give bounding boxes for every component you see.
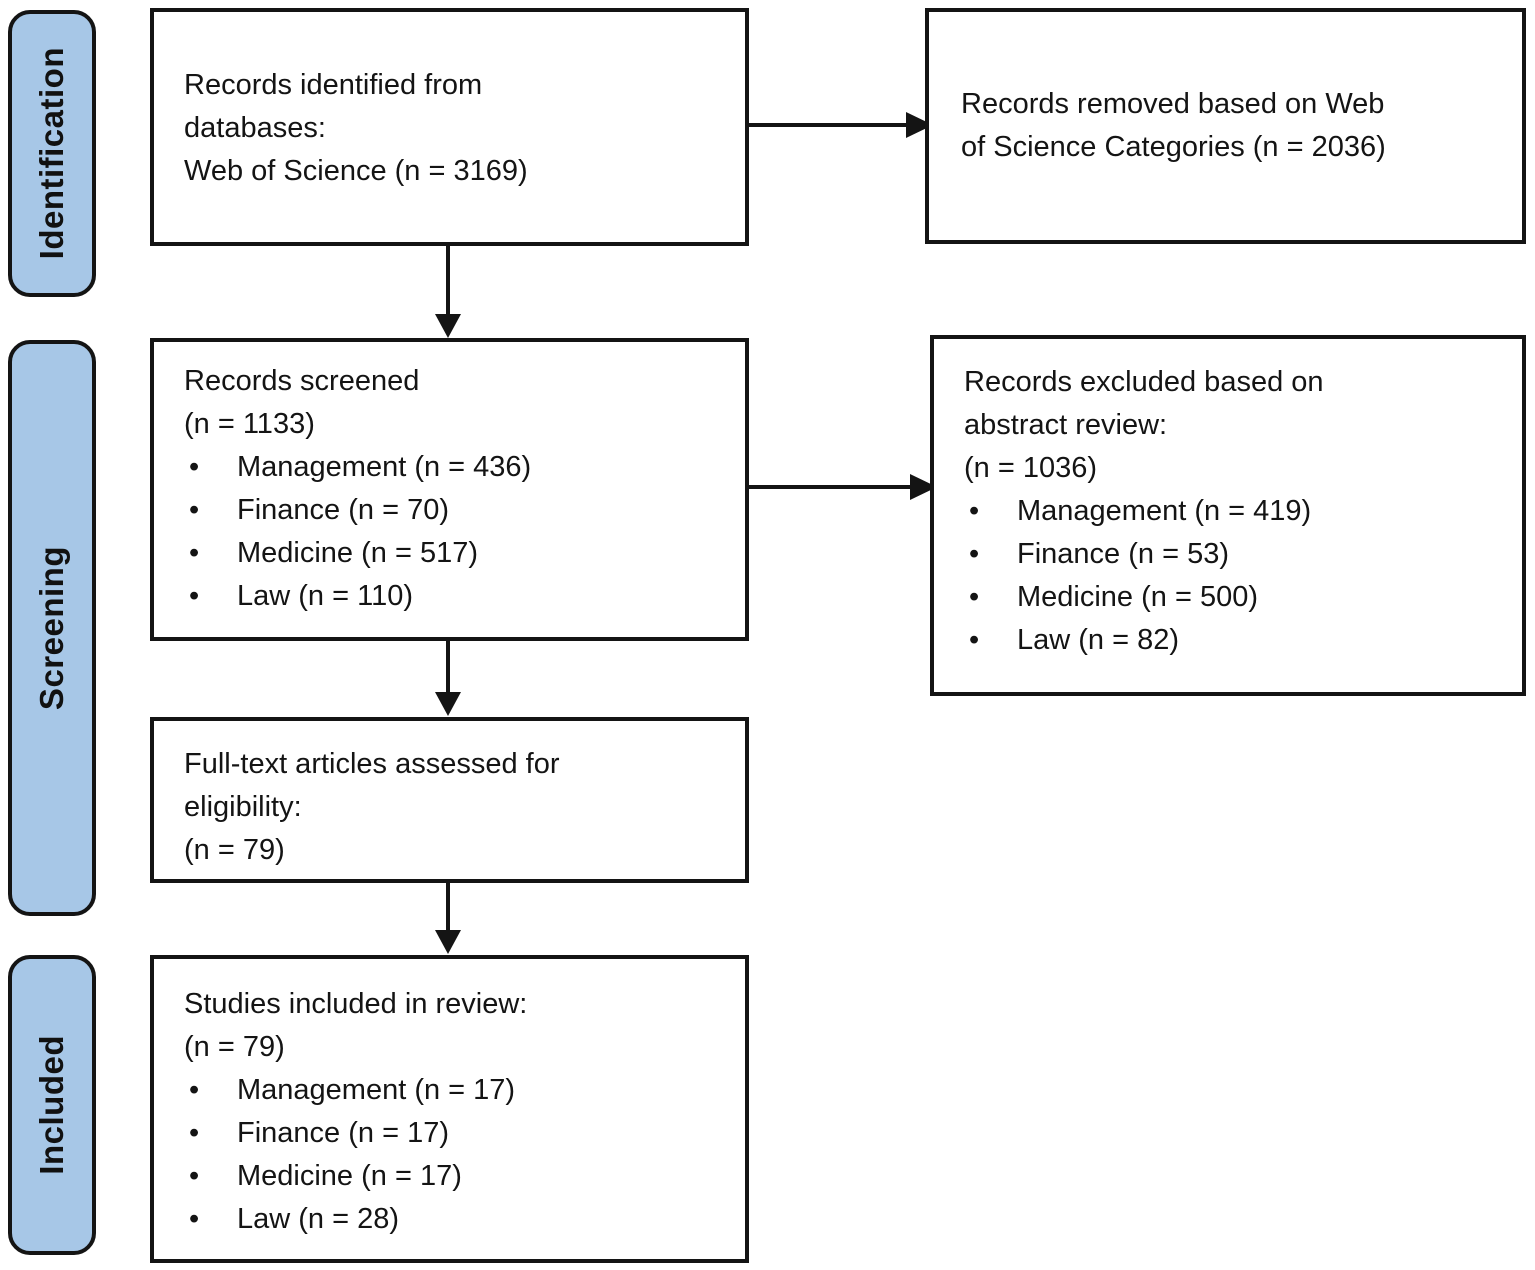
bullet-item: Medicine (n = 17): [184, 1155, 727, 1198]
box-records-excluded: Records excluded based on abstract revie…: [930, 335, 1526, 696]
bullet-marker: [964, 619, 1017, 662]
bullet-text: Finance (n = 17): [237, 1117, 449, 1149]
box-text-line: (n = 79): [184, 1031, 285, 1063]
box-fulltext-assessed: Full-text articles assessed for eligibil…: [150, 717, 749, 883]
bullet-item: Law (n = 82): [964, 619, 1504, 662]
box-text-line: (n = 79): [184, 834, 285, 866]
box-text-line: Web of Science (n = 3169): [184, 155, 528, 187]
bullet-item: Law (n = 28): [184, 1198, 727, 1241]
arrow-screened-to-fulltext: [435, 639, 461, 716]
box-text-line: Records identified from: [184, 69, 483, 101]
bullet-marker: [184, 1155, 237, 1198]
arrow-fulltext-to-included: [435, 881, 461, 954]
arrow-identified-to-screened: [435, 244, 461, 338]
arrow-identified-to-removed: [748, 112, 933, 138]
bullet-text: Law (n = 82): [1017, 624, 1180, 656]
bullet-item: Medicine (n = 500): [964, 576, 1504, 619]
bullet-text: Law (n = 110): [237, 580, 413, 612]
stage-tab-identification: Identification: [8, 10, 96, 297]
bullet-text: Management (n = 17): [237, 1074, 516, 1106]
box-studies-included: Studies included in review: (n = 79) Man…: [150, 955, 749, 1263]
box-text-line: (n = 1036): [964, 452, 1098, 484]
box-text-line: Studies included in review:: [184, 988, 528, 1020]
bullet-text: Medicine (n = 517): [237, 537, 478, 569]
arrow-screened-to-excluded: [748, 474, 937, 500]
bullet-marker: [184, 532, 237, 575]
bullet-marker: [184, 446, 237, 489]
stage-tab-included: Included: [8, 955, 96, 1255]
bullet-item: Management (n = 436): [184, 446, 727, 489]
stage-label-included: Included: [33, 1035, 70, 1175]
bullet-item: Management (n = 419): [964, 490, 1504, 533]
bullet-marker: [184, 575, 237, 618]
bullet-text: Finance (n = 70): [237, 494, 449, 526]
box-text-line: of Science Categories (n = 2036): [961, 131, 1386, 163]
bullet-item: Management (n = 17): [184, 1069, 727, 1112]
bullet-marker: [964, 490, 1017, 533]
bullet-text: Management (n = 419): [1017, 495, 1312, 527]
bullet-item: Medicine (n = 517): [184, 532, 727, 575]
bullet-item: Finance (n = 53): [964, 533, 1504, 576]
bullet-item: Law (n = 110): [184, 575, 727, 618]
bullet-marker: [964, 533, 1017, 576]
stage-tab-screening: Screening: [8, 340, 96, 916]
box-records-screened: Records screened (n = 1133) Management (…: [150, 338, 749, 641]
box-text-line: Full-text articles assessed for: [184, 748, 560, 780]
box-text-line: (n = 1133): [184, 408, 315, 440]
box-text-line: databases:: [184, 112, 326, 144]
box-text-line: abstract review:: [964, 409, 1168, 441]
bullet-item: Finance (n = 17): [184, 1112, 727, 1155]
bullet-text: Law (n = 28): [237, 1203, 400, 1235]
box-text-line: Records screened: [184, 365, 420, 397]
bullet-text: Medicine (n = 17): [237, 1160, 462, 1192]
bullet-marker: [184, 489, 237, 532]
bullet-marker: [964, 576, 1017, 619]
stage-label-identification: Identification: [33, 47, 70, 260]
box-text-line: Records removed based on Web: [961, 88, 1385, 120]
bullet-text: Finance (n = 53): [1017, 538, 1229, 570]
box-records-identified: Records identified from databases: Web o…: [150, 8, 749, 246]
bullet-marker: [184, 1069, 237, 1112]
box-text-line: Records excluded based on: [964, 366, 1324, 398]
bullet-text: Management (n = 436): [237, 451, 532, 483]
bullet-marker: [184, 1198, 237, 1241]
bullet-marker: [184, 1112, 237, 1155]
bullet-item: Finance (n = 70): [184, 489, 727, 532]
stage-label-screening: Screening: [33, 545, 70, 711]
box-text-line: eligibility:: [184, 791, 302, 823]
box-records-removed: Records removed based on Web of Science …: [925, 8, 1526, 244]
bullet-text: Medicine (n = 500): [1017, 581, 1258, 613]
